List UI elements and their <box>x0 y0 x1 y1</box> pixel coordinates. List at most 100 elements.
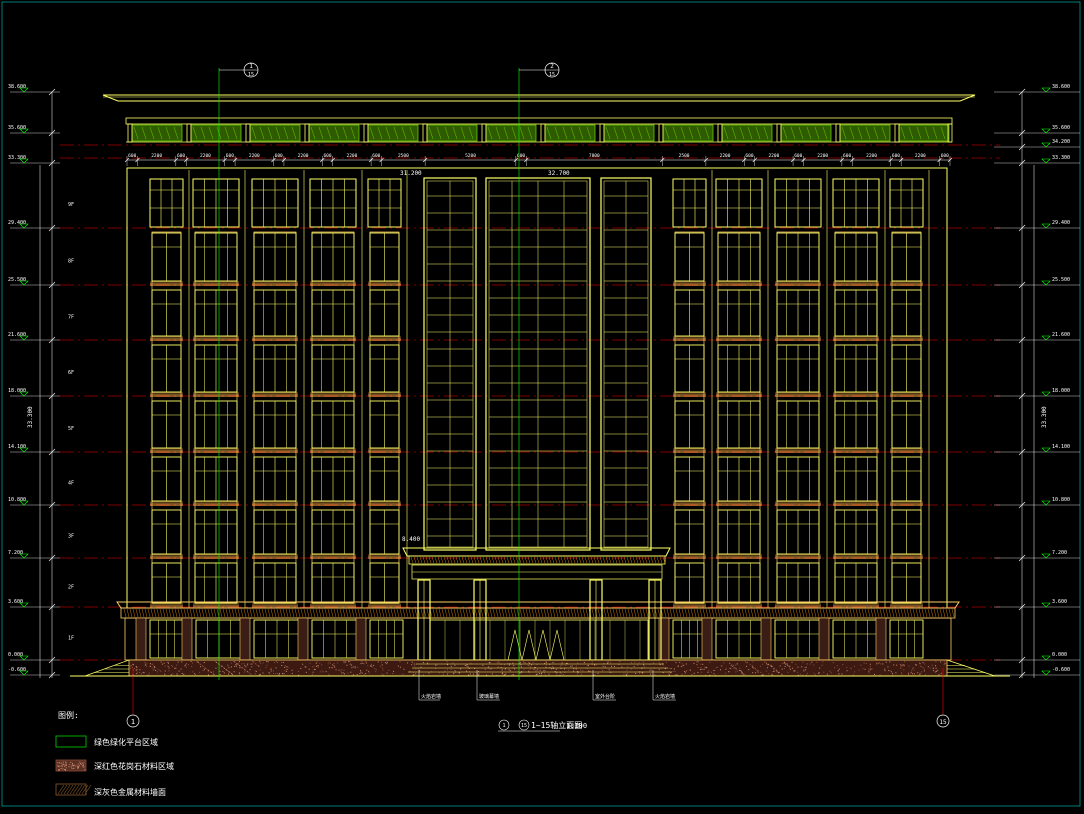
top-dimension-label: 2200 <box>768 153 779 159</box>
dimension-tick <box>48 88 56 96</box>
drawing-title-block: 1 15 1~15轴立面图 1:100 <box>498 719 587 732</box>
dimension-tick <box>48 281 56 289</box>
level-marker-icon <box>1041 447 1051 453</box>
legend-swatch-metal <box>55 783 87 796</box>
legend-hatch-pattern <box>57 784 92 795</box>
granite-pier <box>297 617 309 661</box>
top-dimension-label: 7800 <box>589 153 600 159</box>
drawing-title: 1~15轴立面图 <box>531 720 582 730</box>
green-planter-panel <box>485 124 537 142</box>
right-level-label: 35.600 <box>1052 125 1070 131</box>
green-planter-panel <box>308 124 360 142</box>
right-level-label: -0.600 <box>1052 667 1070 673</box>
entrance-canopy <box>402 547 671 557</box>
left-dimension-chain: 38.60035.60033.30029.40025.50021.60018.0… <box>8 84 60 679</box>
curtain-wall-frame <box>600 177 652 551</box>
bottom-notes: 火焰岩墙 玻璃幕墙 室外台阶 火焰岩墙 <box>418 670 676 701</box>
entrance-door <box>507 629 537 661</box>
level-marker-icon <box>1041 655 1051 661</box>
window-frame <box>672 178 707 228</box>
section-callout-2[interactable]: 2 15 <box>518 62 560 680</box>
dimension-tick <box>48 129 56 137</box>
level-marker-icon <box>1041 142 1051 148</box>
parapet-post <box>304 123 310 143</box>
dimension-tick <box>1018 656 1026 664</box>
top-dimension-label: 600 <box>177 153 185 159</box>
dimension-tick <box>48 159 56 167</box>
left-level-label: 7.200 <box>8 550 23 556</box>
total-height-label-right: 33.300 <box>1041 406 1048 428</box>
section-callout-1[interactable]: 1 15 <box>218 62 259 680</box>
green-planter-panel <box>190 124 242 142</box>
level-marker-icon <box>19 655 29 661</box>
floor-label: 3F <box>68 534 74 540</box>
level-marker-icon <box>1041 670 1051 676</box>
left-level-label: 21.600 <box>8 332 26 338</box>
dimension-tick <box>1018 448 1026 456</box>
legend-heading: 图例: <box>58 710 79 720</box>
right-level-label: 3.600 <box>1052 599 1067 605</box>
parapet-post <box>894 123 900 143</box>
dimension-tick <box>232 157 238 163</box>
green-planter-panel <box>839 124 891 142</box>
dimension-tick <box>1018 129 1026 137</box>
title-grid-end-icon <box>518 719 530 731</box>
bottom-note: 玻璃幕墙 <box>479 693 499 700</box>
dimension-tick <box>1018 281 1026 289</box>
grid-axis-right[interactable]: 15 <box>936 668 950 728</box>
dimension-tick <box>1018 603 1026 611</box>
dimension-tick <box>1018 671 1026 679</box>
dimension-tick <box>1018 554 1026 562</box>
parapet-post <box>245 123 251 143</box>
dimension-tick <box>48 224 56 232</box>
parapet-post <box>658 123 664 143</box>
dimension-tick <box>1018 501 1026 509</box>
level-marker-icon <box>1041 128 1051 134</box>
left-level-label: 14.100 <box>8 444 26 450</box>
top-dimension-label: 2500 <box>679 153 690 159</box>
level-marker-icon <box>1041 602 1051 608</box>
dimension-tick <box>48 554 56 562</box>
dimension-tick <box>320 157 325 163</box>
green-planter-panel <box>544 124 596 142</box>
right-level-label: 10.800 <box>1052 497 1070 503</box>
dimension-tick <box>850 157 855 163</box>
dimension-tick <box>48 336 56 344</box>
callout-bottom: 15 <box>248 72 254 78</box>
roof-level-label: 31.200 <box>400 170 422 177</box>
floor-label: 5F <box>68 426 74 432</box>
right-level-label: 14.100 <box>1052 444 1070 450</box>
left-steps <box>84 659 130 677</box>
green-planter-panel <box>131 124 183 142</box>
granite-pier <box>239 617 251 661</box>
dimension-tick <box>184 157 189 163</box>
top-dimension-label: 2200 <box>151 153 162 159</box>
left-level-label: 38.600 <box>8 84 26 90</box>
dimension-tick <box>271 157 276 163</box>
grid-axis-left[interactable]: 1 <box>126 668 140 728</box>
parapet-post <box>835 123 841 143</box>
left-level-label: 18.000 <box>8 388 26 394</box>
top-dimension-label: 600 <box>941 153 949 159</box>
center-top-level-label: 32.700 <box>548 170 570 177</box>
granite-pier <box>181 617 193 661</box>
bottom-note: 火焰岩墙 <box>421 693 441 700</box>
granite-pier <box>135 617 147 661</box>
dimension-tick <box>1018 336 1026 344</box>
right-steps <box>946 659 996 677</box>
legend-item-label: 绿色绿化平台区域 <box>94 737 158 747</box>
roof-cornice <box>102 94 976 102</box>
dimension-tick <box>1018 143 1026 151</box>
level-marker-icon <box>1041 158 1051 164</box>
left-level-label: 33.300 <box>8 155 26 161</box>
granite-pier <box>701 617 713 661</box>
granite-pier <box>818 617 830 661</box>
dimension-tick <box>801 157 806 163</box>
green-planter-panel <box>662 124 714 142</box>
curtain-wall-frame <box>485 177 591 551</box>
green-planter-panel <box>721 124 773 142</box>
dimension-tick <box>222 157 227 163</box>
left-level-label: 25.500 <box>8 277 26 283</box>
